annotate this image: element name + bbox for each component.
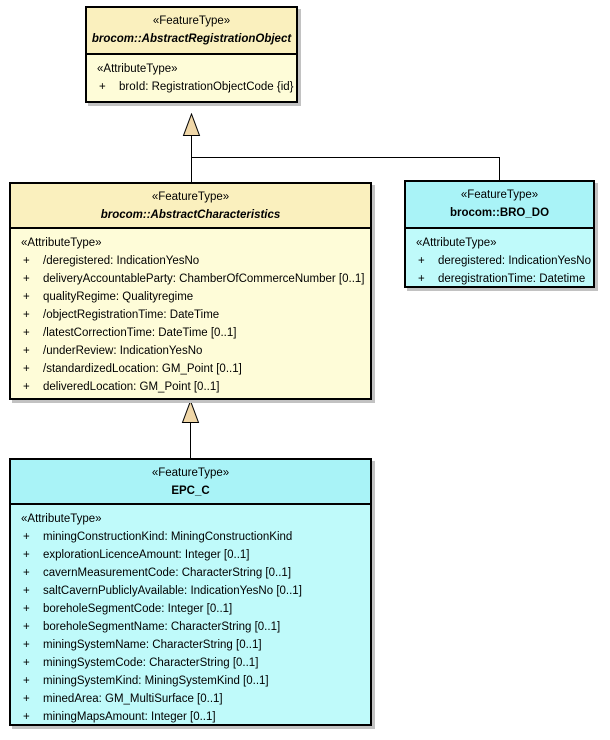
visibility-plus: + [23, 381, 30, 393]
visibility-plus: + [418, 255, 425, 267]
class-box-epc-c[interactable]: «FeatureType» EPC_C «AttributeType» + mi… [9, 458, 372, 726]
generalization-arrow-to-abstract-characteristics [181, 400, 200, 423]
visibility-plus: + [23, 639, 30, 651]
stereotype-label: «FeatureType» [152, 15, 231, 27]
attribute-row: + miningSystemName: CharacterString [0..… [21, 636, 368, 654]
class-name: EPC_C [171, 485, 210, 497]
attribute-text: boreholeSegmentName: CharacterString [0.… [43, 621, 281, 633]
stereotype-label: «FeatureType» [460, 189, 539, 201]
attribute-row: + /standardizedLocation: GM_Point [0..1] [21, 360, 368, 378]
attribute-text: saltCavernPubliclyAvailable: IndicationY… [43, 585, 302, 597]
stereotype-label: «FeatureType» [151, 467, 230, 479]
visibility-plus: + [23, 567, 30, 579]
attribute-text: miningMapsAmount: Integer [0..1] [43, 711, 216, 723]
attribute-row: + minedArea: GM_MultiSurface [0..1] [21, 690, 368, 708]
class-header: «FeatureType» EPC_C [11, 460, 370, 505]
attributes-compartment: «AttributeType» + broId: RegistrationObj… [87, 55, 296, 101]
class-name: brocom::BRO_DO [449, 207, 550, 219]
attribute-text: /standardizedLocation: GM_Point [0..1] [43, 363, 242, 375]
attribute-row: + /deregistered: IndicationYesNo [21, 252, 368, 270]
attribute-row: + boreholeSegmentName: CharacterString [… [21, 618, 368, 636]
visibility-plus: + [23, 363, 30, 375]
visibility-plus: + [23, 273, 30, 285]
attribute-row: + explorationLicenceAmount: Integer [0..… [21, 546, 368, 564]
attribute-row: + broId: RegistrationObjectCode {id} [97, 78, 294, 96]
visibility-plus: + [23, 549, 30, 561]
visibility-plus: + [23, 345, 30, 357]
attribute-text: /objectRegistrationTime: DateTime [43, 309, 220, 321]
attribute-type-label: «AttributeType» [97, 63, 178, 75]
visibility-plus: + [99, 81, 106, 93]
visibility-plus: + [23, 693, 30, 705]
attribute-type-label: «AttributeType» [21, 237, 102, 249]
attribute-row: + deliveryAccountableParty: ChamberOfCom… [21, 270, 368, 288]
attribute-type-label: «AttributeType» [416, 237, 497, 249]
attribute-text: explorationLicenceAmount: Integer [0..1] [43, 549, 250, 561]
attribute-text: deregistered: IndicationYesNo [438, 255, 592, 267]
generalization-line-epc-c [190, 423, 191, 458]
visibility-plus: + [23, 657, 30, 669]
attribute-row: + cavernMeasurementCode: CharacterString… [21, 564, 368, 582]
class-name: brocom::AbstractCharacteristics [100, 209, 281, 221]
class-header: «FeatureType» brocom::AbstractRegistrati… [87, 8, 296, 55]
attribute-text: qualityRegime: Qualityregime [43, 291, 194, 303]
visibility-plus: + [23, 621, 30, 633]
attribute-text: miningSystemCode: CharacterString [0..1] [43, 657, 259, 669]
attribute-row: + miningConstructionKind: MiningConstruc… [21, 528, 368, 546]
attribute-row: + /objectRegistrationTime: DateTime [21, 306, 368, 324]
attribute-type-label: «AttributeType» [21, 513, 102, 525]
class-box-abstract-registration-object[interactable]: «FeatureType» brocom::AbstractRegistrati… [85, 6, 298, 103]
attribute-text: broId: RegistrationObjectCode {id} [119, 81, 294, 93]
visibility-plus: + [23, 675, 30, 687]
stereotype-label: «FeatureType» [151, 191, 230, 203]
attribute-text: /underReview: IndicationYesNo [43, 345, 203, 357]
generalization-line-characteristics [191, 136, 192, 182]
attribute-text: miningConstructionKind: MiningConstructi… [43, 531, 293, 543]
attribute-text: miningSystemKind: MiningSystemKind [0..1… [43, 675, 269, 687]
visibility-plus: + [418, 273, 425, 285]
attribute-row: + miningSystemKind: MiningSystemKind [0.… [21, 672, 368, 690]
class-header: «FeatureType» brocom::BRO_DO [406, 182, 593, 229]
generalization-line-shared-horizontal [191, 157, 499, 158]
attribute-row: + miningSystemCode: CharacterString [0..… [21, 654, 368, 672]
class-header: «FeatureType» brocom::AbstractCharacteri… [11, 184, 370, 229]
attribute-row: + deliveredLocation: GM_Point [0..1] [21, 378, 368, 396]
generalization-arrow-to-abstract-registration-object [182, 113, 201, 136]
visibility-plus: + [23, 327, 30, 339]
attribute-text: cavernMeasurementCode: CharacterString [… [43, 567, 292, 579]
attributes-compartment: «AttributeType» + miningConstructionKind… [11, 505, 370, 724]
class-name: brocom::AbstractRegistrationObject [91, 33, 292, 45]
attribute-text: /deregistered: IndicationYesNo [43, 255, 200, 267]
attribute-row: + /underReview: IndicationYesNo [21, 342, 368, 360]
attribute-row: + qualityRegime: Qualityregime [21, 288, 368, 306]
attributes-compartment: «AttributeType» + /deregistered: Indicat… [11, 229, 370, 398]
attribute-text: deliveryAccountableParty: ChamberOfComme… [43, 273, 365, 285]
attribute-row: + miningMapsAmount: Integer [0..1] [21, 708, 368, 724]
attribute-row: + boreholeSegmentCode: Integer [0..1] [21, 600, 368, 618]
visibility-plus: + [23, 603, 30, 615]
generalization-line-bro-do [499, 157, 500, 181]
class-box-abstract-characteristics[interactable]: «FeatureType» brocom::AbstractCharacteri… [9, 182, 372, 400]
attribute-text: deliveredLocation: GM_Point [0..1] [43, 381, 220, 393]
attribute-text: miningSystemName: CharacterString [0..1] [43, 639, 262, 651]
attribute-row: + saltCavernPubliclyAvailable: Indicatio… [21, 582, 368, 600]
attribute-row: + deregistrationTime: Datetime [416, 270, 591, 286]
visibility-plus: + [23, 291, 30, 303]
attribute-text: boreholeSegmentCode: Integer [0..1] [43, 603, 233, 615]
visibility-plus: + [23, 309, 30, 321]
attributes-compartment: «AttributeType» + deregistered: Indicati… [406, 229, 593, 286]
attribute-text: minedArea: GM_MultiSurface [0..1] [43, 693, 223, 705]
attribute-row: + deregistered: IndicationYesNo [416, 252, 591, 270]
attribute-text: deregistrationTime: Datetime [438, 273, 586, 285]
visibility-plus: + [23, 255, 30, 267]
visibility-plus: + [23, 531, 30, 543]
visibility-plus: + [23, 711, 30, 723]
class-box-bro-do[interactable]: «FeatureType» brocom::BRO_DO «AttributeT… [404, 180, 595, 288]
attribute-text: /latestCorrectionTime: DateTime [0..1] [43, 327, 237, 339]
attribute-row: + /latestCorrectionTime: DateTime [0..1] [21, 324, 368, 342]
visibility-plus: + [23, 585, 30, 597]
